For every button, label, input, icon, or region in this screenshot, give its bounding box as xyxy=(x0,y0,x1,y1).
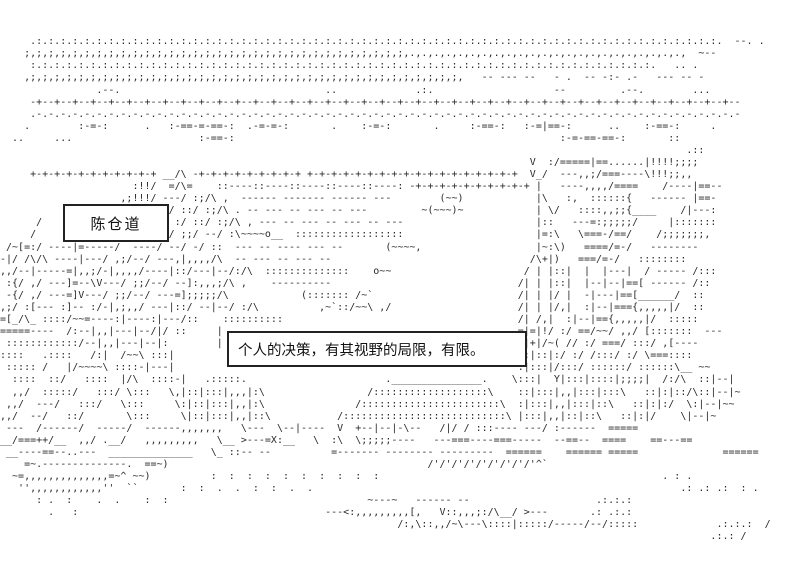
dialog-text: 个人的决策，有其视野的局限，有限。 xyxy=(238,342,485,359)
location-label-box: 陈仓道 xyxy=(63,204,169,242)
location-label: 陈仓道 xyxy=(90,214,142,233)
ascii-art-landscape: .:.:.:.:.:.:.:.:.:.:.:.:.:.:.:.:.:.:.:.:… xyxy=(0,36,771,543)
dialog-box: 个人的决策，有其视野的局限，有限。 xyxy=(227,331,527,367)
